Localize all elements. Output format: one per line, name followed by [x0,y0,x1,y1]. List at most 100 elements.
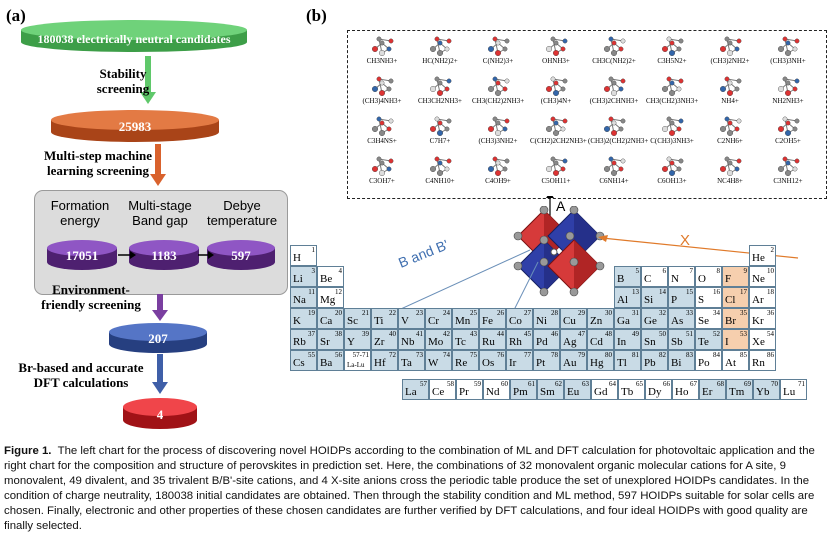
molecule-formula: (CH3)4N+ [540,97,572,105]
stability-count: 25983 [118,119,152,134]
molecule-formula: HC(NH2)2+ [422,57,458,65]
atomic-number: 60 [501,380,508,388]
atomic-number: 51 [686,330,693,338]
molecule-formula: C7H7+ [429,137,451,145]
stability-screening-text: Stability screening [96,66,150,96]
molecule-icon [545,36,568,56]
atomic-number: 77 [524,351,531,359]
perovskite-structure-icon [513,206,605,297]
molecule-item: C3H4NS+ [356,115,408,145]
atomic-number: 43 [470,330,477,338]
debye-disk: 597 [206,238,276,272]
molecule-icon [545,76,568,96]
element-symbol: Ga [617,315,630,327]
molecule-icon [661,76,684,96]
atomic-number: 25 [470,309,477,317]
molecule-formula: (CH3)3NH2+ [478,137,518,145]
final-count: 4 [156,407,164,422]
atomic-number: 23 [416,309,423,317]
molecule-icon [487,76,510,96]
stability-screening-label: Stability screening [78,66,168,96]
molecule-formula: C(NH2)3+ [482,57,514,65]
element-symbol: Hf [374,357,386,369]
molecule-item: C6NH14+ [588,155,640,185]
atomic-number: 38 [335,330,342,338]
atomic-number: 57-71 [352,351,369,359]
molecule-formula: (CH3)4NH3+ [362,97,402,105]
atomic-number: 2 [770,246,775,254]
atomic-number: 10 [767,267,774,275]
molecule-item: HC(NH2)2+ [414,35,466,65]
molecule-item: (CH3)3NH2+ [472,115,524,145]
element-symbol: K [293,315,301,327]
element-symbol: Rh [509,336,522,348]
atomic-number: 59 [474,380,481,388]
atomic-number: 21 [362,309,369,317]
element-symbol: Rb [293,336,306,348]
element-symbol: Cr [428,315,439,327]
molecule-item: C6OH13+ [646,155,698,185]
molecule-formula: (CH3)2NH2+ [710,57,750,65]
atomic-number: 66 [663,380,670,388]
dft-text: Br-based and accurate DFT calculations [18,360,144,390]
molecule-icon [371,116,394,136]
molecule-item: OHNH3+ [530,35,582,65]
element-symbol: S [698,294,705,306]
molecule-icon [429,116,452,136]
element-symbol: Mo [428,336,444,348]
molecule-item: C5OH11+ [530,155,582,185]
element-symbol: Hg [590,357,604,369]
element-symbol: Er [702,386,713,398]
element-symbol: Ge [644,315,657,327]
orange-disk-shape [51,110,219,142]
element-symbol: Po [698,357,710,369]
atomic-number: 78 [551,351,558,359]
atomic-number: 65 [636,380,643,388]
atomic-number: 68 [717,380,724,388]
final-disk: 4 [122,396,198,432]
molecule-formula: CH3C(NH2)2+ [592,57,636,65]
atomic-number: 71 [798,380,805,388]
element-symbol: Se [698,315,709,327]
element-symbol: Te [698,336,709,348]
molecule-item: (CH3)2NH2+ [704,35,756,65]
element-symbol: Os [482,357,495,369]
molecule-formula: C6OH13+ [657,177,687,185]
element-symbol: Mg [320,294,336,306]
atomic-number: 29 [578,309,585,317]
molecule-formula: C3H5N2+ [657,57,687,65]
element-symbol: Sr [320,336,330,348]
debye-temperature-label: Debye temperature [206,198,278,228]
element-symbol: Ar [752,294,764,306]
element-symbol: Zn [590,315,603,327]
atomic-number: 7 [689,267,694,275]
element-symbol: Zr [374,336,385,348]
atomic-number: 5 [635,267,640,275]
atomic-number: 28 [551,309,558,317]
element-symbol: B [617,273,625,285]
purple-disk-shape [47,240,117,270]
element-symbol: W [428,357,439,369]
element-symbol: Cl [725,294,736,306]
